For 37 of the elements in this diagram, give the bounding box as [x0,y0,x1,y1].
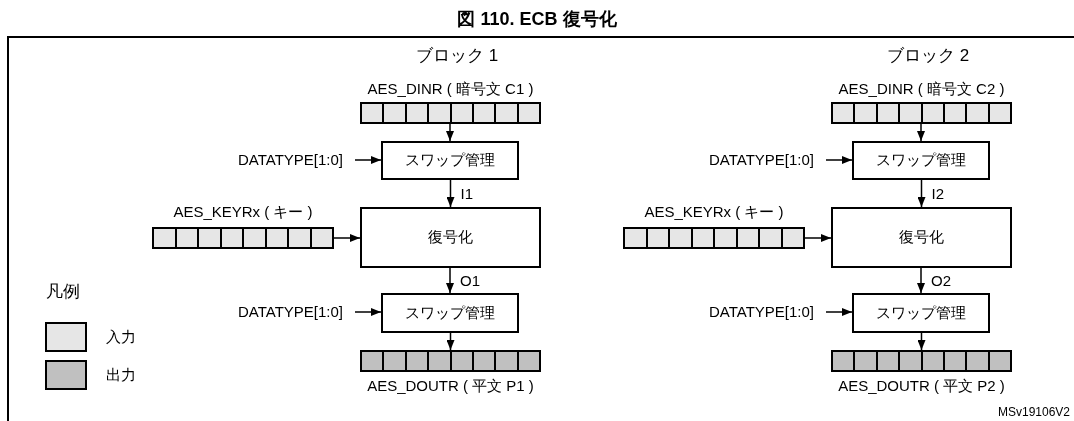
block-heading: ブロック 1 [414,47,500,65]
arrow [917,179,926,208]
register-label: AES_KEYRx ( キー ) [173,203,313,221]
register-label: AES_DINR ( 暗号文 C2 ) [838,80,1005,98]
legend-heading: 凡例 [46,283,80,301]
decryption-box: 復号化 [360,207,541,268]
figure-title: 図 110. ECB 復号化 [456,8,618,30]
signal-label: DATATYPE[1:0] [669,302,814,322]
legend-text: 入力 [106,328,136,346]
figure-id: MSv19106V2 [997,404,1070,421]
swap-box: スワップ管理 [852,293,990,333]
register-label: AES_KEYRx ( キー ) [644,203,784,221]
swap-box: スワップ管理 [381,141,519,180]
arrow [825,308,853,316]
arrow [825,156,853,164]
swap-box: スワップ管理 [381,293,519,333]
register-label: AES_DINR ( 暗号文 C1 ) [367,80,534,98]
signal-label: DATATYPE[1:0] [198,150,343,170]
legend-text: 出力 [106,366,136,384]
register-label: AES_DOUTR ( 平文 P1 ) [367,377,534,395]
signal-label: DATATYPE[1:0] [669,150,814,170]
arrow [446,332,455,351]
signal-label: DATATYPE[1:0] [198,302,343,322]
register-label: AES_DOUTR ( 平文 P2 ) [838,377,1005,395]
arrow [917,123,925,142]
arrow [354,156,382,164]
swap-box: スワップ管理 [852,141,990,180]
decryption-box: 復号化 [831,207,1012,268]
arrow [917,332,926,351]
arrow [446,123,454,142]
arrow [917,267,925,294]
arrow [804,234,832,242]
arrow [354,308,382,316]
block-heading: ブロック 2 [885,47,971,65]
arrow [446,179,455,208]
arrow [333,234,361,242]
arrow [446,267,454,294]
